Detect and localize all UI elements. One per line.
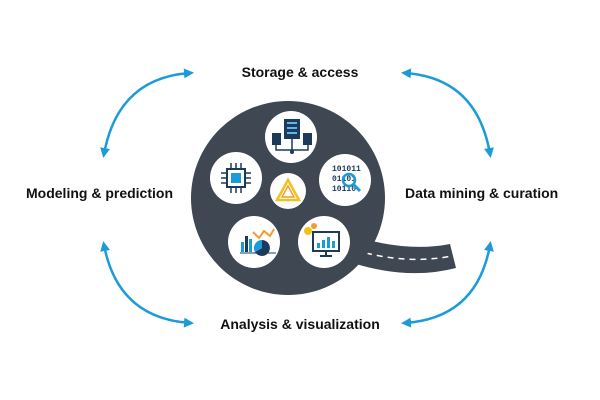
dashboard-chart-icon — [304, 223, 340, 257]
binary-line-1: 101011 — [332, 165, 361, 174]
binary-magnifier-icon: 101011 01101 10110 — [332, 165, 362, 194]
arrow-top-right — [401, 68, 494, 158]
binary-line-3: 10110 — [332, 185, 356, 194]
cpu-chip-icon — [221, 163, 251, 193]
label-analysis-visualization: Analysis & visualization — [220, 316, 380, 332]
label-modeling-prediction: Modeling & prediction — [26, 185, 173, 201]
bar-pie-chart-icon — [240, 228, 276, 256]
arrow-bottom-left — [100, 241, 194, 328]
server-rack-icon — [272, 119, 312, 154]
label-storage-access: Storage & access — [241, 64, 359, 80]
arrow-bottom-right — [401, 241, 494, 328]
film-strip — [356, 238, 456, 274]
label-data-mining-curation: Data mining & curation — [405, 185, 559, 201]
triangle-logo-icon — [274, 177, 302, 202]
arrow-top-left — [100, 68, 194, 158]
reel-hole-bottom-left — [228, 216, 280, 268]
reel-hole-right — [319, 154, 371, 206]
